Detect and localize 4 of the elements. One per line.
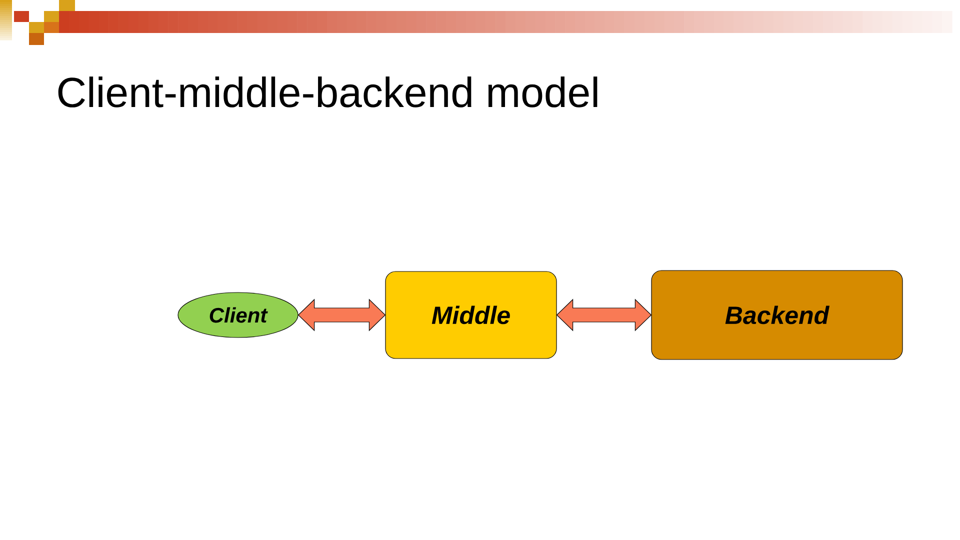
title: Client-middle-backend model: [58, 76, 598, 108]
ellipse-node: Client: [178, 292, 298, 338]
rounded-box: Middle: [385, 271, 557, 359]
rounded-box: Backend: [651, 270, 903, 360]
